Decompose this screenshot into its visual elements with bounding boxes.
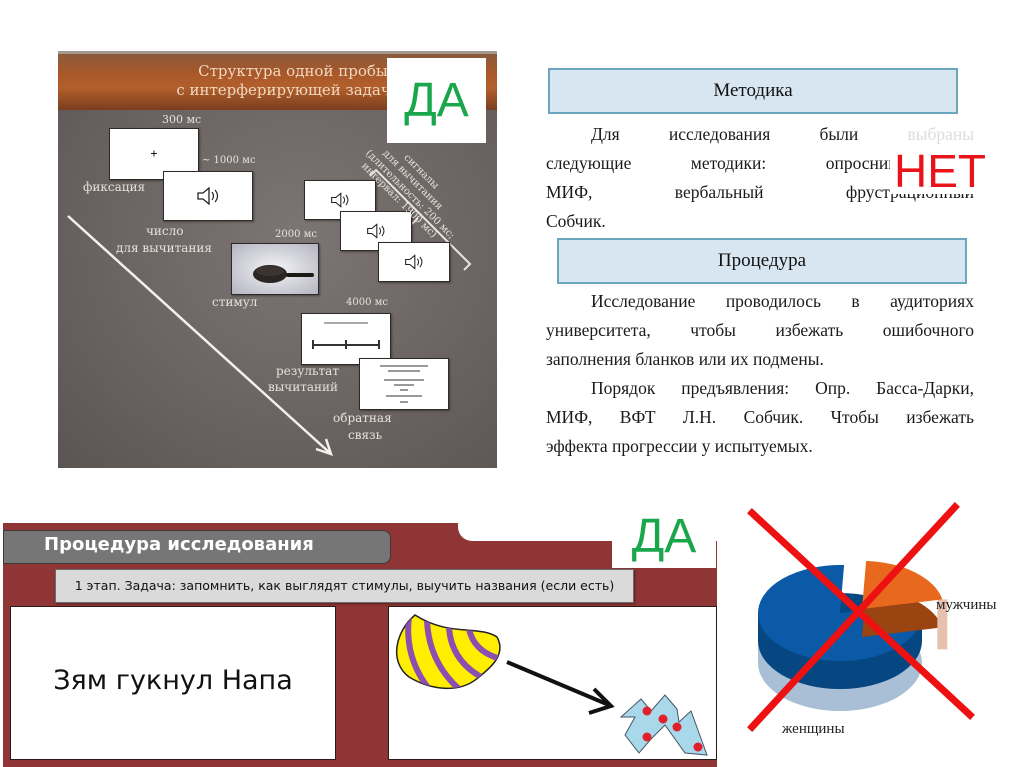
word: были [819,124,859,144]
label-result-2: вычитаний [268,380,339,394]
signal-frame-3 [378,242,450,282]
word: университета, [546,320,651,340]
scale-tick [378,340,380,349]
slide-procedure-title: Процедура исследования [3,530,391,564]
word: опросник [825,153,897,173]
pie-chart-svg [747,502,975,732]
speaker-icon [197,187,219,205]
speaker-icon [331,192,349,208]
verdict-badge-yes: ДА [387,58,486,143]
word: вербальный [674,182,764,202]
feedback-text-line [380,365,428,367]
word: избежать [775,320,844,340]
label-300ms: 300 мс [162,113,202,126]
paragraph-line: МИФ, ВФТ Л.Н. Собчик. Чтобы избежать [546,407,974,428]
task-banner: 1 этап. Задача: запомнить, как выглядят … [55,569,634,603]
speaker-icon [367,223,385,239]
result-scale-frame [301,313,391,365]
pie-label-men: мужчины [936,597,997,613]
heading-methods: Методика [548,68,958,114]
word: Порядок [591,378,656,398]
word: Собчик. [743,407,804,427]
verdict-text: ДА [404,73,469,127]
paragraph-line: Исследование проводилось в аудиториях [591,291,974,312]
arrow-icon [506,660,615,715]
word: Басса-Дарки, [876,378,974,398]
label-result-1: результат [276,364,339,378]
stimulus-figures [395,614,708,756]
word: исследования [668,124,771,144]
paragraph-line: эффекта прогрессии у испытуемых. [546,436,813,457]
word: Опр. [815,378,851,398]
crossed-out-pie-chart: мужчины женщины [730,495,1024,767]
paragraph-line: Порядок предъявления: Опр. Басса-Дарки, [591,378,974,399]
speaker-icon [405,254,423,270]
word: избежать [906,407,974,427]
feedback-text-line [386,395,422,397]
label-4000ms: 4000 мс [346,297,389,308]
word: Чтобы [830,407,879,427]
feedback-text-line [400,401,408,403]
label-number-1: число [146,224,184,238]
striped-blob-icon [395,614,501,690]
word: предъявления: [681,378,790,398]
title-line-2: с интерферирующей задачей [176,81,410,99]
slide-procedure-title-text: Процедура исследования [44,534,314,555]
heading-procedure: Процедура [557,238,967,284]
feedback-text-line [384,379,424,381]
title-line-1: Структура одной пробы [198,62,388,80]
word: МИФ, [546,182,593,202]
word: следующие [546,153,632,173]
word: чтобы [690,320,736,340]
word: выбраны [907,124,974,144]
pie-slice-men [862,561,943,609]
audio-number-frame [163,171,253,221]
word: ошибочного [882,320,974,340]
frying-pan-icon [253,265,314,283]
word: Собчик. [546,211,606,231]
word: ВФТ [619,407,656,427]
word: аудиториях [890,291,974,311]
label-stimulus: стимул [212,295,258,309]
stimulus-word: Зям гукнул Напа [53,665,293,696]
paragraph-line: Собчик. [546,211,606,232]
word: Л.Н. [682,407,717,427]
time-arrow-icon [67,168,472,456]
verdict-text: ДА [631,510,697,563]
label-feedback-1: обратная [333,411,392,425]
stimulus-image-card [388,606,717,760]
word: методики: [690,153,767,173]
stimulus-word-card: Зям гукнул Напа [10,606,336,760]
frying-pan-image [231,243,319,295]
word: Исследование [591,291,696,311]
label-2000ms: 2000 мс [275,229,318,240]
scale-tick [312,340,314,349]
word: МИФ, [546,407,593,427]
feedback-text-line [394,384,414,386]
pie-label-women: женщины [782,721,845,737]
paragraph-line: Для исследования были выбраны [591,124,974,145]
cross-line-2 [747,502,960,732]
verdict-badge-no: НЕТ [890,148,990,194]
label-number-2: для вычитания [116,241,212,255]
word: заполнения бланков или их подмены. [546,349,824,369]
feedback-text-line [388,370,420,372]
scale-tick [345,340,347,349]
scale-caption [324,322,368,324]
fixation-cross-icon: + [150,146,158,161]
label-feedback-2: связь [348,428,383,442]
word: проводилось [725,291,822,311]
word: Для [591,124,620,144]
verdict-badge-yes-2: ДА [612,506,716,568]
feedback-frame [359,358,449,410]
spiky-shape-icon [619,694,708,756]
word: в [851,291,860,311]
label-1000ms: ~ 1000 мс [202,155,256,166]
feedback-text-line [400,389,408,391]
word: эффекта прогрессии у испытуемых. [546,436,813,456]
paragraph-line: заполнения бланков или их подмены. [546,349,824,370]
slide-title: Структура одной пробы с интерферирующей … [153,62,433,100]
paragraph-line: университета, чтобы избежать ошибочного [546,320,974,341]
label-fixation: фиксация [83,180,146,194]
